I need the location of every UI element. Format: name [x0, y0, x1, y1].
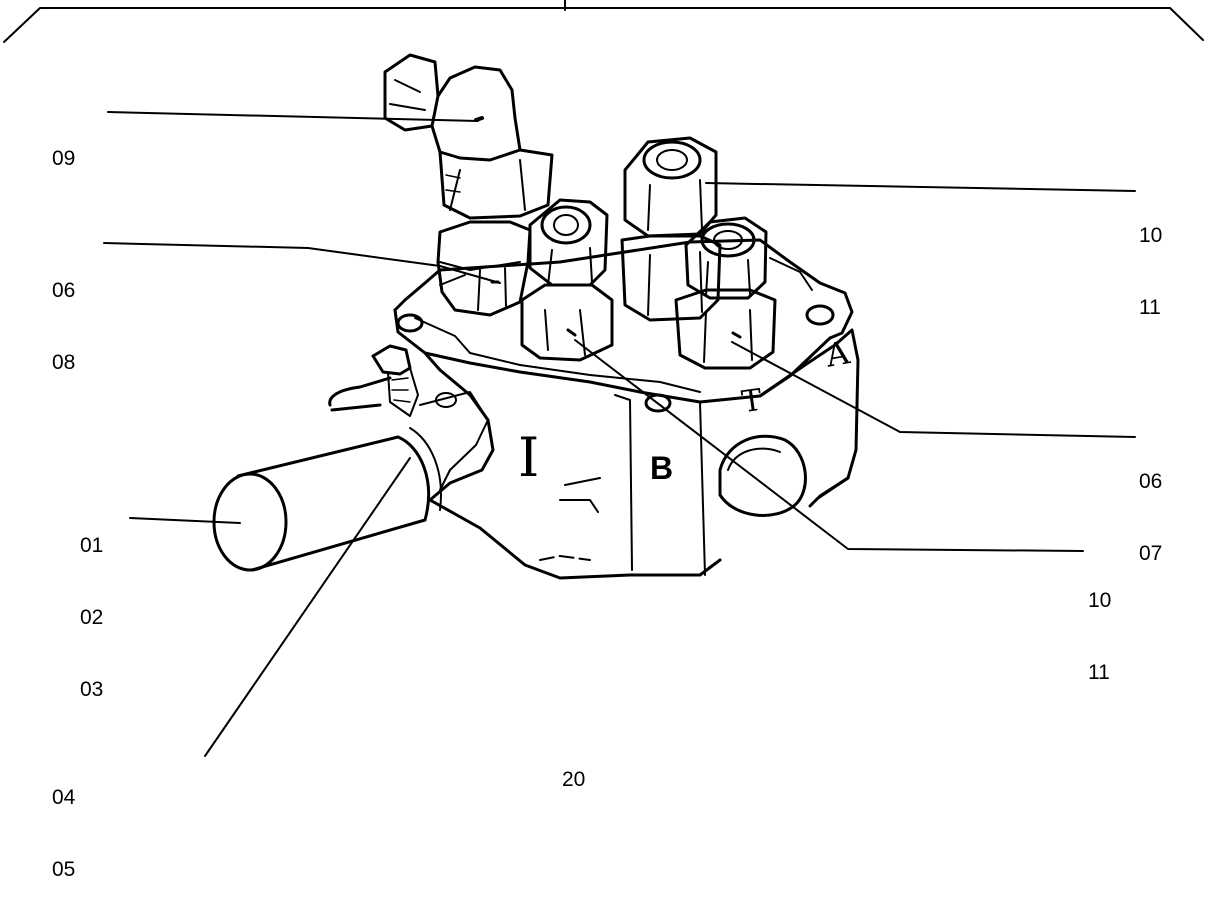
leader-1011-top — [705, 182, 1136, 192]
fitting-port-t — [674, 216, 777, 370]
elbow-fitting — [383, 53, 554, 220]
callout-line: 03 — [80, 678, 104, 701]
callout-line: 11 — [1139, 296, 1161, 319]
callout-line: 06 — [52, 279, 76, 302]
page-number: 20 — [562, 768, 586, 791]
callout-line: 01 — [80, 534, 104, 557]
fitting-port-b — [520, 198, 614, 362]
solenoid-cylinder — [212, 344, 489, 572]
callout-line: 09 — [52, 147, 76, 170]
valve-body — [393, 238, 860, 580]
callout-06-07: 06 07 — [1139, 422, 1162, 590]
leader-09 — [107, 111, 479, 122]
callout-line: 10 — [1088, 589, 1112, 612]
fitting-port-top — [620, 136, 722, 322]
callout-line: 08 — [52, 351, 76, 374]
callout-line: 06 — [1139, 470, 1163, 493]
callout-09: 09 — [52, 99, 75, 195]
callout-line: 02 — [80, 606, 104, 629]
callout-line: 05 — [52, 858, 76, 881]
callout-line: 04 — [52, 786, 76, 809]
valve-drawing — [3, 0, 1204, 757]
valve-parts-diagram: I B T A 09 10 11 06 08 06 07 01 02 03 10… — [3, 0, 1204, 881]
callout-line: 10 — [1139, 224, 1163, 247]
port-mark-b: B — [650, 450, 674, 486]
callout-06-08: 06 08 — [52, 231, 75, 399]
leader-lines — [103, 111, 1136, 757]
leader-0607 — [731, 341, 1136, 438]
leader-0405 — [204, 457, 411, 757]
leader-010203 — [129, 517, 241, 524]
leader-0608 — [103, 242, 501, 284]
callout-10-11-top: 10 11 — [1139, 176, 1162, 344]
callout-line: 07 — [1139, 542, 1163, 565]
callout-10-11-bottom: 10 11 — [1088, 541, 1111, 709]
callout-04-05: 04 05 — [52, 738, 75, 906]
callout-01-02-03: 01 02 03 — [80, 486, 103, 726]
callout-line: 11 — [1088, 661, 1110, 684]
port-mark-i: I — [518, 426, 540, 489]
adapter-0608 — [436, 220, 532, 317]
page-frame — [3, 0, 1204, 43]
